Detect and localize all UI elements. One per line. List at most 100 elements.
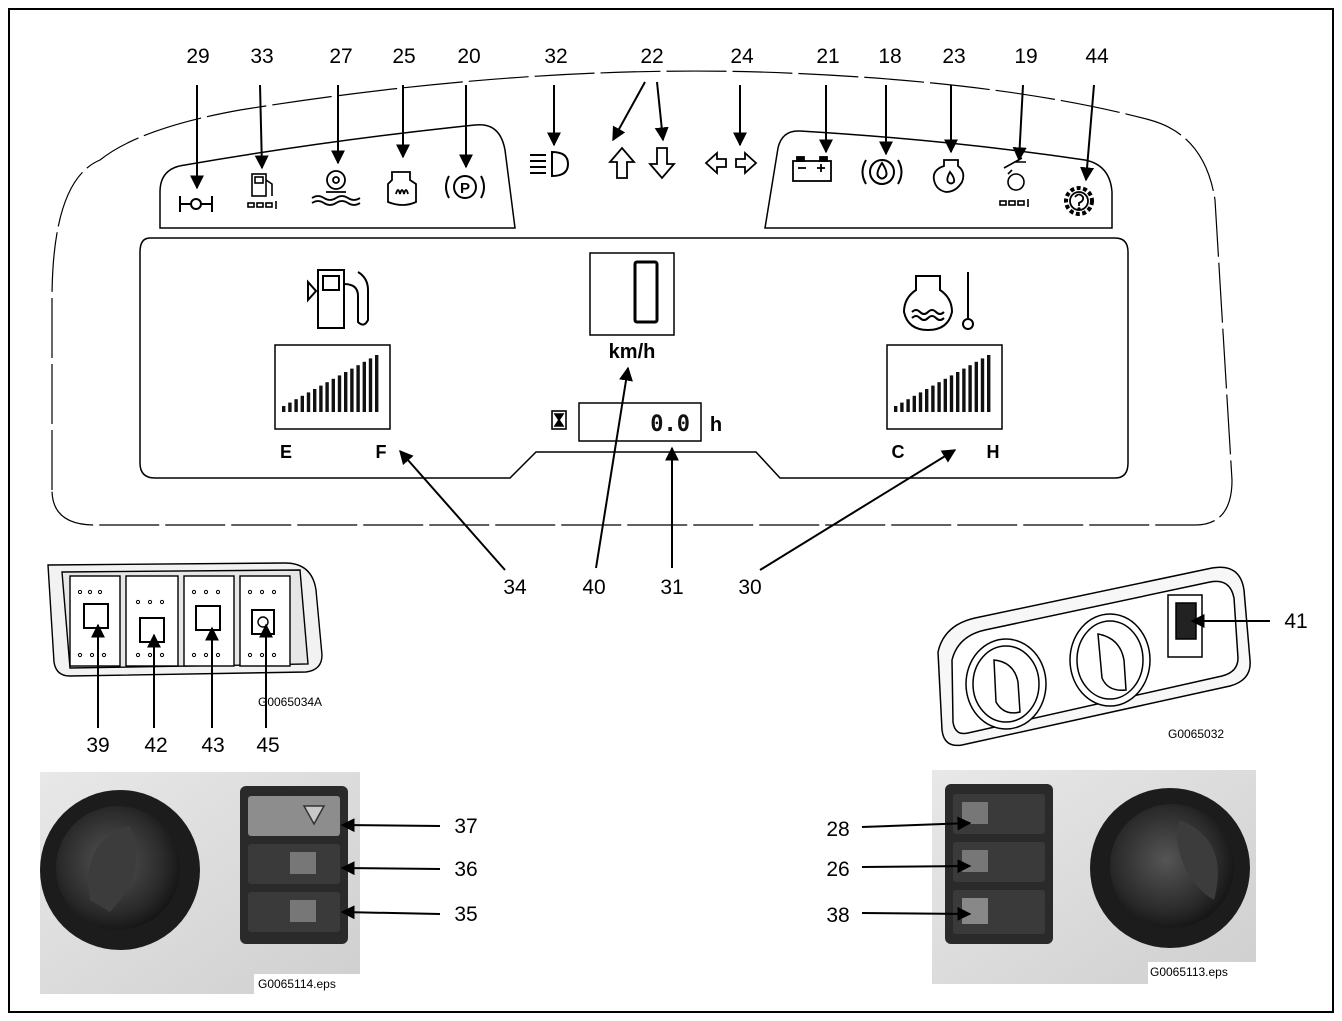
gauge-segment <box>906 399 909 412</box>
callout-35: 35 <box>454 903 477 926</box>
callout-23: 23 <box>942 45 965 68</box>
gauge-segment <box>288 403 291 412</box>
rocker-switch-39[interactable] <box>70 576 120 666</box>
hours-unit-label: h <box>710 414 722 436</box>
callout-29: 29 <box>186 45 209 68</box>
fuel-gauge: E F <box>275 270 390 462</box>
air-filter-icon <box>1000 158 1028 207</box>
callout-20: 20 <box>457 45 480 68</box>
gauge-segment <box>301 396 304 412</box>
gauge-segment <box>325 382 328 412</box>
right-photo-figure-id: G0065113.eps <box>1150 965 1228 979</box>
rocker-panel-figure-id: G0065034A <box>258 695 322 709</box>
callout-43: 43 <box>201 734 224 757</box>
turn-signal-icon <box>706 153 756 173</box>
forward-arrow-icon <box>610 148 634 178</box>
gauge-segment <box>962 369 965 412</box>
right-switch-photo <box>932 770 1256 984</box>
gauge-segment <box>369 358 372 412</box>
rocker-switch-panel <box>48 563 322 676</box>
gauge-segment <box>375 355 378 412</box>
callout-28: 28 <box>826 818 849 841</box>
gauge-segment <box>338 375 341 412</box>
callout-34: 34 <box>503 576 527 599</box>
callout-26: 26 <box>826 858 849 881</box>
gauge-segment <box>981 358 984 412</box>
callout-18: 18 <box>878 45 901 68</box>
gauge-segment <box>968 365 971 412</box>
callout-21: 21 <box>816 45 839 68</box>
callout-42: 42 <box>144 734 167 757</box>
svg-text:P: P <box>460 180 470 197</box>
callout-44: 44 <box>1085 45 1109 68</box>
hazard-switch[interactable] <box>248 796 340 836</box>
hvac-toggle-switch[interactable] <box>1168 595 1202 657</box>
cluster-leader-lines <box>400 368 955 570</box>
gauge-segment <box>307 392 310 412</box>
speed-unit-label: km/h <box>609 341 656 363</box>
reverse-arrow-icon <box>650 148 674 178</box>
gauge-segment <box>282 406 285 412</box>
rocker-switch-42[interactable] <box>126 576 178 666</box>
callout-45: 45 <box>256 734 279 757</box>
callout-39: 39 <box>86 734 109 757</box>
gauge-segment <box>944 379 947 412</box>
callout-41: 41 <box>1284 610 1307 633</box>
instrument-cluster <box>52 71 1232 525</box>
hourglass-icon <box>552 411 566 429</box>
gauge-segment <box>931 386 934 412</box>
transmission-warning-icon <box>1066 188 1092 214</box>
gauge-segment <box>937 382 940 412</box>
gauge-segment <box>313 389 316 412</box>
callout-30: 30 <box>738 576 761 599</box>
callout-25: 25 <box>392 45 415 68</box>
glow-plug-icon <box>388 172 416 205</box>
gauge-segment <box>975 362 978 412</box>
gauge-segment <box>900 403 903 412</box>
sediment-water-icon <box>312 171 360 205</box>
gauge-segment <box>956 372 959 412</box>
gauge-segment <box>344 372 347 412</box>
coolant-temp-gauge: C H <box>887 272 1002 462</box>
hvac-knob-left[interactable] <box>966 639 1046 729</box>
gauge-segment <box>987 355 990 412</box>
gauge-segment <box>319 386 322 412</box>
temp-hot-label: H <box>987 442 1000 462</box>
hvac-knob-right[interactable] <box>1070 614 1150 706</box>
hvac-knob-panel <box>938 567 1250 745</box>
gauge-segment <box>950 375 953 412</box>
rocker-switch-43[interactable] <box>184 576 234 666</box>
callout-24: 24 <box>730 45 754 68</box>
callout-31: 31 <box>660 576 683 599</box>
fuel-reserve-icon <box>248 174 276 209</box>
callout-33: 33 <box>250 45 273 68</box>
top-callouts: 29 33 27 25 20 32 22 24 21 18 23 19 44 <box>186 45 1109 68</box>
speed-display: km/h <box>590 253 674 363</box>
gauge-segment <box>350 369 353 412</box>
temp-cold-label: C <box>892 442 905 462</box>
fuel-pump-icon <box>308 270 368 328</box>
callout-19: 19 <box>1014 45 1037 68</box>
knob-panel-figure-id: G0065032 <box>1168 727 1224 741</box>
gauge-segment <box>332 379 335 412</box>
left-switch-photo <box>40 772 360 994</box>
callout-38: 38 <box>826 904 849 927</box>
callout-27: 27 <box>329 45 352 68</box>
left-photo-figure-id: G0065114.eps <box>258 977 336 991</box>
callout-32: 32 <box>544 45 567 68</box>
high-beam-icon <box>530 152 568 176</box>
callout-22: 22 <box>640 45 663 68</box>
gauge-segment <box>294 399 297 412</box>
brake-fluid-icon <box>863 160 902 184</box>
gauge-segment <box>913 396 916 412</box>
gauge-segment <box>925 389 928 412</box>
hours-value: 0.0 <box>650 412 690 437</box>
callout-40: 40 <box>582 576 605 599</box>
parking-brake-icon: P <box>446 176 484 198</box>
battery-icon <box>793 157 831 181</box>
speed-digit-segment <box>635 262 657 322</box>
callout-36: 36 <box>454 858 477 881</box>
axle-lock-icon <box>180 196 212 212</box>
fuel-full-label: F <box>376 442 387 462</box>
